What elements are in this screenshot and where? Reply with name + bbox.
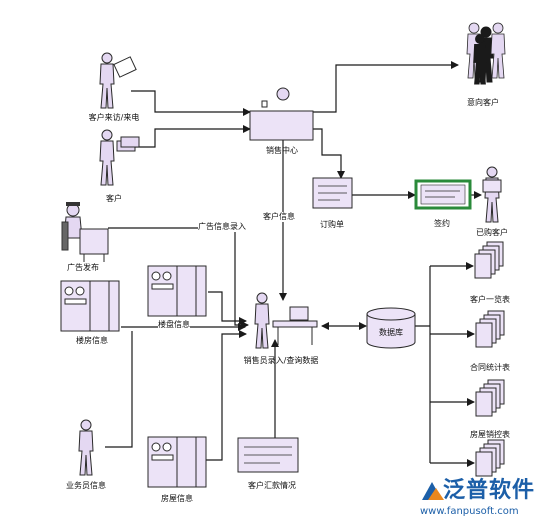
label-intended-customers: 意向客户 (467, 98, 499, 107)
label-reservation: 订购单 (320, 220, 344, 229)
label-property-info: 楼房信息 (76, 336, 108, 345)
watermark-url: www.fanpusoft.com (420, 506, 519, 517)
connectors (105, 61, 482, 467)
house-info-icon (147, 436, 207, 488)
sales-operator-icon (254, 292, 318, 349)
label-visit-customers: 客户来访/来电 (88, 113, 140, 122)
label-customer-info: 客户信息 (263, 212, 295, 222)
label-sales-center: 销售中心 (266, 146, 298, 155)
house-sales-2-icon (475, 439, 505, 477)
edge-visit-to-center (131, 90, 251, 116)
edge-house-to-sales (206, 330, 247, 461)
sales-center-icon (249, 87, 314, 141)
label-ad-release: 广告发布 (67, 263, 99, 272)
building-info-icon (147, 265, 207, 317)
edge-building-to-sales (208, 291, 247, 325)
label-contract: 签约 (434, 219, 450, 228)
intended-customers-icon (466, 22, 506, 85)
label-sales-entry: 销售员录入/查询数据 (243, 356, 319, 365)
reservation-form-icon (312, 177, 353, 209)
ad-release-icon (61, 202, 109, 262)
label-database: 数据库 (379, 328, 403, 337)
watermark-brand: 泛普软件 (443, 478, 536, 503)
contract-stats-icon (475, 310, 505, 348)
customer-list-icon (474, 241, 504, 279)
property-info-icon (60, 280, 120, 332)
contract-icon (414, 179, 472, 210)
label-customer-list: 客户一览表 (470, 295, 510, 304)
label-signed-customers: 已购客户 (476, 228, 508, 237)
salesman-icon (78, 419, 94, 476)
database-icon (366, 307, 416, 349)
label-contract-stats: 合同统计表 (470, 363, 510, 372)
signed-customer-icon (482, 166, 502, 223)
watermark-logo-icon (422, 482, 444, 500)
edge-db-to-reports (415, 266, 431, 463)
edge-salesman-to-sales (105, 331, 133, 448)
label-salesman-info: 业务员信息 (66, 481, 106, 490)
house-sales-icon (475, 379, 505, 417)
edge-center-to-intended (313, 61, 459, 113)
edge-customer-to-center (131, 125, 251, 148)
label-house-sales: 房屋销控表 (470, 430, 510, 439)
label-customer: 客户 (106, 194, 122, 203)
label-house-info: 房屋信息 (161, 494, 193, 503)
visit-customer-icon (99, 52, 137, 109)
label-payment-status: 客户汇款情况 (248, 481, 296, 490)
payment-status-icon (237, 437, 299, 473)
edge-center-to-reservation (313, 128, 345, 179)
customer-icon (99, 129, 140, 186)
label-building-info: 楼盘信息 (158, 320, 190, 330)
label-ad-entry: 广告信息录入 (198, 222, 246, 232)
